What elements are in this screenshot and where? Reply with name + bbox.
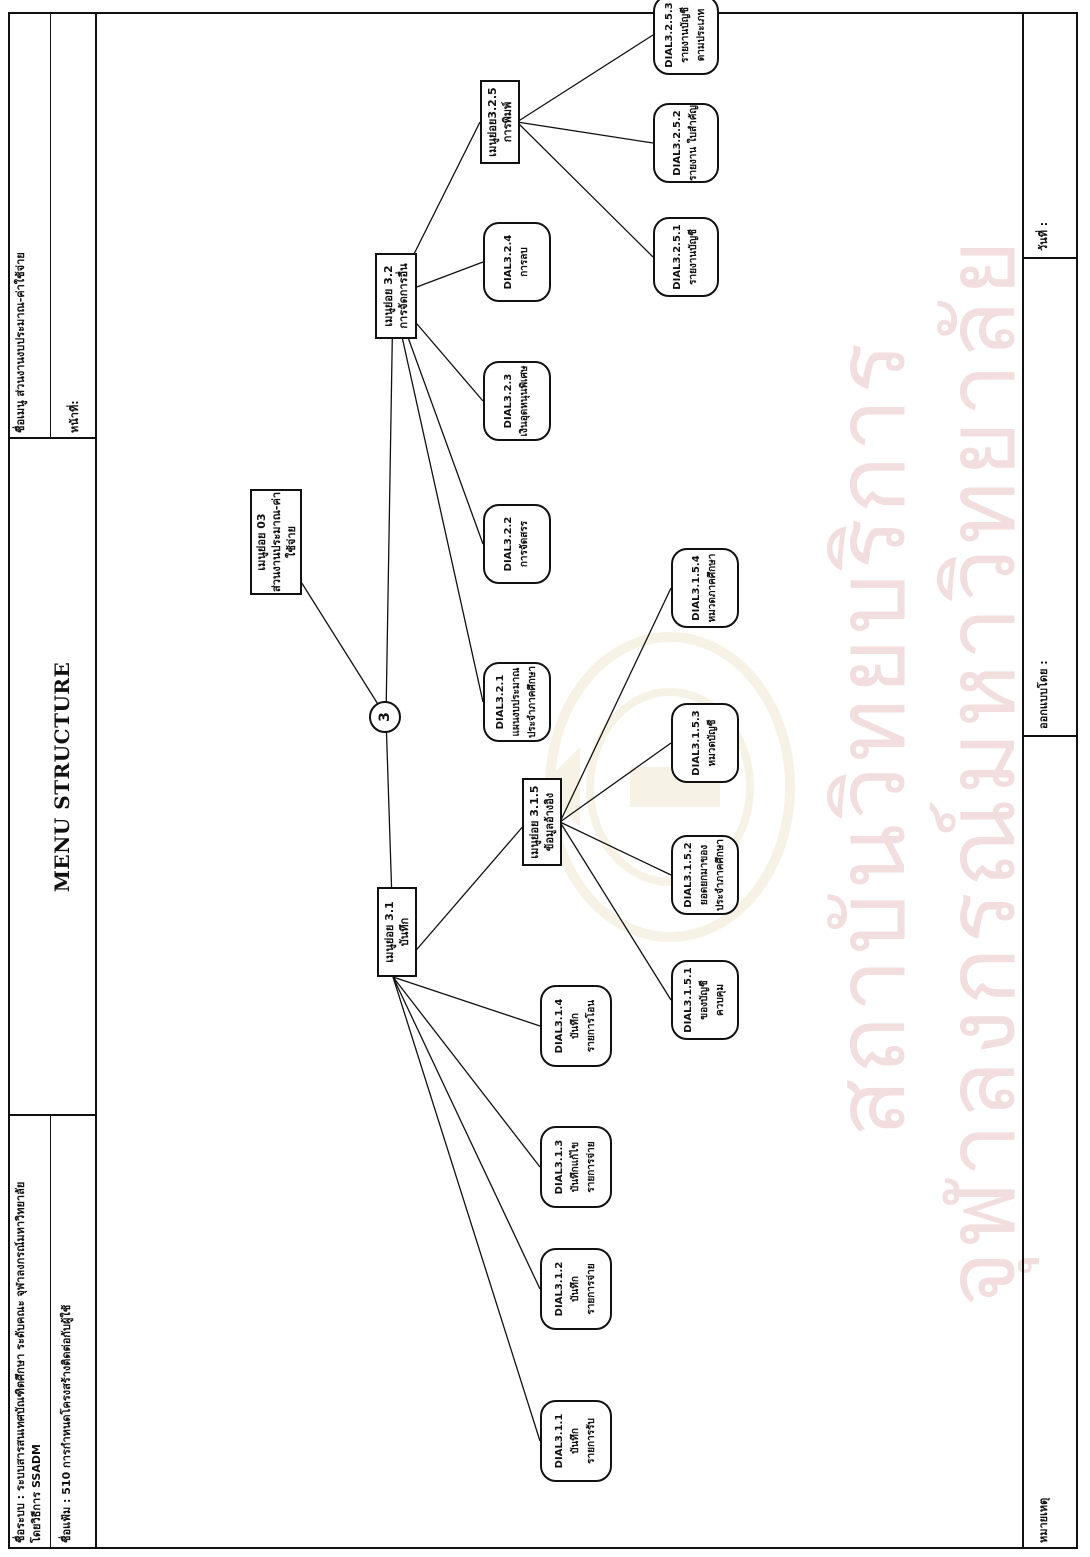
menu-box-label: เมนูย่อย3.2.5 [485, 87, 500, 156]
dialog-code: DIAL3.1.5.3 [689, 710, 705, 775]
menu-box-label: เมนูย่อย 3.1.5 [527, 785, 542, 858]
dialog-box-3-1-5-2[interactable]: DIAL3.1.5.2 ยอดยกมาของ ประจำภาคศึกษา [671, 835, 739, 915]
dialog-label: เงินอุดหนุนพิเศษ [517, 366, 533, 437]
menu-box-03[interactable]: เมนูย่อย 03 ส่วนงานประมาณ-ค่าใช้จ่าย [250, 489, 302, 595]
dialog-box-3-1-4[interactable]: DIAL3.1.4 บันทึก รายการโอน [540, 985, 612, 1067]
dialog-label: บันทึก [568, 1276, 584, 1302]
menu-box-label: การจัดการอื่น [396, 263, 411, 328]
dialog-code: DIAL3.2.3 [501, 374, 517, 429]
dialog-code: DIAL3.1.5.1 [681, 967, 697, 1032]
dialog-code: DIAL3.1.4 [552, 999, 568, 1054]
menu-box-label: เมนูย่อย 03 [254, 513, 269, 570]
connector [386, 296, 393, 717]
connector [517, 122, 653, 143]
dialog-label: หมวดบัญชี [705, 720, 721, 767]
menu-box-3-2-5[interactable]: เมนูย่อย3.2.5 การพิมพ์ [480, 80, 520, 164]
dialog-code: DIAL3.1.3 [552, 1140, 568, 1195]
dialog-box-3-1-2[interactable]: DIAL3.1.2 บันทึก รายการจ่าย [540, 1248, 612, 1330]
dialog-box-3-1-5-1[interactable]: DIAL3.1.5.1 ของบัญชี ควบคุม [671, 960, 739, 1040]
connector [560, 588, 671, 822]
connector [517, 35, 653, 122]
dialog-box-3-1-5-3[interactable]: DIAL3.1.5.3 หมวดบัญชี [671, 703, 739, 783]
menu-box-3-1-5[interactable]: เมนูย่อย 3.1.5 ข้อมูลอ้างอิง [522, 778, 562, 866]
menu-box-3-2[interactable]: เมนูย่อย 3.2 การจัดการอื่น [375, 253, 417, 339]
dialog-label: รายการโอน [584, 1000, 600, 1052]
connector [393, 977, 540, 1289]
connector [393, 296, 483, 702]
dialog-label: แผนงบประมาณ [509, 668, 525, 737]
dialog-label: ยอดยกมาของ [697, 845, 713, 905]
dialog-code: DIAL3.2.4 [501, 235, 517, 290]
dialog-label: รายงานบัญชี [678, 7, 694, 63]
dialog-code: DIAL3.2.2 [501, 517, 517, 572]
dialog-label: บันทึก [568, 1013, 584, 1039]
dialog-label: รายงานบัญชี [686, 229, 702, 285]
dialog-code: DIAL3.1.2 [552, 1262, 568, 1317]
menu-box-label: การพิมพ์ [500, 102, 515, 143]
dialog-label: ประจำภาคศึกษา [713, 839, 729, 911]
dialog-label: บันทึก [568, 1428, 584, 1454]
dialog-box-3-2-2[interactable]: DIAL3.2.2 การจัดสรร [483, 504, 551, 584]
dialog-label: ควบคุม [713, 984, 729, 1016]
menu-box-label: ส่วนงานประมาณ-ค่าใช้จ่าย [269, 491, 299, 593]
dialog-label: ตามประเภท [694, 9, 710, 61]
menu-box-3-1[interactable]: เมนูย่อย 3.1 บันทึก [377, 887, 417, 977]
dialog-label: การลบ [517, 247, 533, 277]
connector [393, 977, 540, 1441]
dialog-box-3-2-5-3[interactable]: DIAL3.2.5.3 รายงานบัญชี ตามประเภท [653, 0, 719, 75]
menu-box-label: เมนูย่อย 3.1 [382, 901, 397, 962]
dialog-label: การจัดสรร [517, 521, 533, 567]
dialog-box-3-2-1[interactable]: DIAL3.2.1 แผนงบประมาณ ประจำภาคศึกษา [483, 662, 551, 742]
dialog-code: DIAL3.2.1 [493, 675, 509, 730]
dialog-label: หมวดภาคศึกษา [705, 554, 721, 623]
dialog-label: รายงาน ใบสำคัญ [686, 105, 702, 181]
dialog-code: DIAL3.2.5.2 [670, 110, 686, 175]
dialog-box-3-2-5-1[interactable]: DIAL3.2.5.1 รายงานบัญชี [653, 217, 719, 297]
dialog-label: ของบัญชี [697, 980, 713, 1019]
dialog-code: DIAL3.2.5.3 [662, 2, 678, 67]
dialog-box-3-2-5-2[interactable]: DIAL3.2.5.2 รายงาน ใบสำคัญ [653, 103, 719, 183]
connector [393, 977, 540, 1026]
dialog-code: DIAL3.2.5.1 [670, 224, 686, 289]
dialog-label: บันทึกแก้ไข [568, 1142, 584, 1192]
menu-box-label: บันทึก [397, 918, 412, 946]
dialog-box-3-1-5-4[interactable]: DIAL3.1.5.4 หมวดภาคศึกษา [671, 548, 739, 628]
menu-box-label: ข้อมูลอ้างอิง [542, 793, 557, 851]
dialog-label: รายการจ่าย [584, 1263, 600, 1314]
dialog-box-3-2-4[interactable]: DIAL3.2.4 การลบ [483, 222, 551, 302]
dialog-box-3-1-3[interactable]: DIAL3.1.3 บันทึกแก้ไข รายการจ่าย [540, 1126, 612, 1208]
connector [393, 977, 540, 1167]
dialog-label: รายการรับ [584, 1418, 600, 1464]
dialog-code: DIAL3.1.5.2 [681, 842, 697, 907]
connector [560, 743, 671, 822]
connector-circle: 3 [369, 701, 401, 733]
dialog-box-3-2-3[interactable]: DIAL3.2.3 เงินอุดหนุนพิเศษ [483, 361, 551, 441]
dialog-code: DIAL3.1.5.4 [689, 555, 705, 620]
menu-box-label: เมนูย่อย 3.2 [381, 265, 396, 326]
dialog-label: รายการจ่าย [584, 1141, 600, 1192]
dialog-box-3-1-1[interactable]: DIAL3.1.1 บันทึก รายการรับ [540, 1400, 612, 1482]
dialog-code: DIAL3.1.1 [552, 1414, 568, 1469]
dialog-label: ประจำภาคศึกษา [525, 666, 541, 738]
